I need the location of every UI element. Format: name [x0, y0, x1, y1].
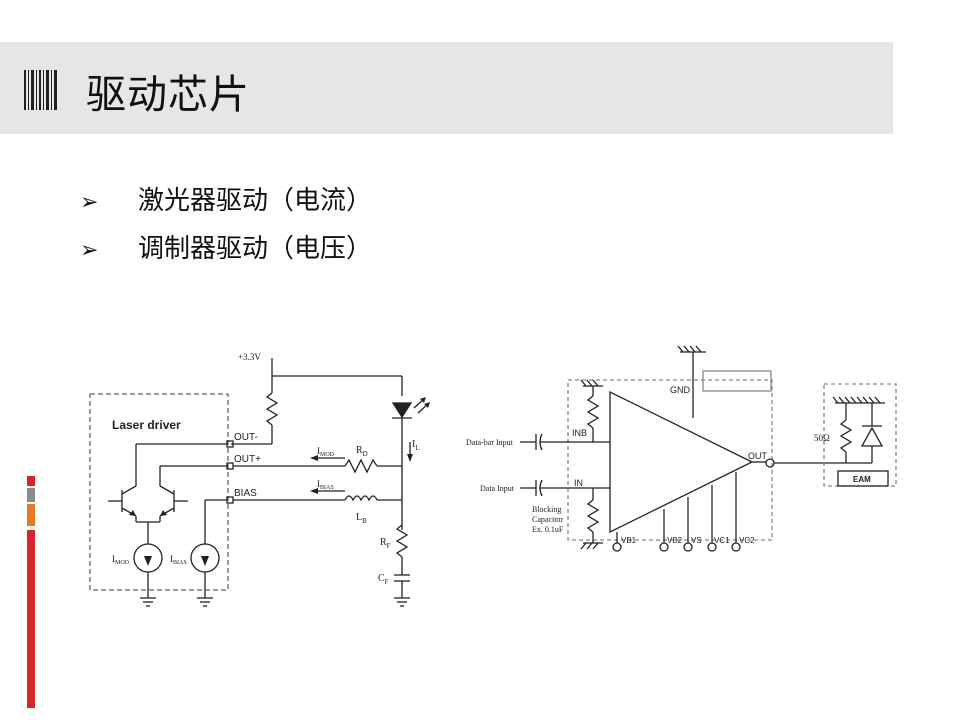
pin-vb1: VB1	[621, 536, 637, 545]
i-mod-label: IMOD	[317, 446, 335, 458]
pin-vs: VS	[691, 536, 702, 545]
pin-vc1: VC1	[714, 536, 730, 545]
lb-label: LB	[356, 512, 367, 525]
inb-label: INB	[572, 428, 587, 438]
barcode-icon	[24, 70, 57, 110]
cf-label: CF	[378, 573, 389, 586]
driver-block-label: Laser driver	[112, 418, 181, 432]
pin-bias: BIAS	[234, 488, 257, 499]
arrow-bullet-icon: ➢	[80, 238, 99, 263]
supply-label: +3.3V	[238, 352, 261, 362]
i-bias-source-label: IBIAS	[170, 554, 187, 566]
data-bar-input-label: Data-bar Input	[466, 438, 514, 447]
pin-out-plus: OUT+	[234, 454, 261, 465]
bullet-text: 激光器驱动（电流）	[138, 186, 373, 216]
bullet-text: 调制器驱动（电压）	[138, 234, 373, 264]
termination-label: 50Ω	[814, 433, 830, 443]
title-band	[0, 42, 893, 134]
laser-driver-schematic: +3.3V Laser driver OUT- OUT+ BIAS IMOD I…	[89, 352, 430, 607]
data-input-label: Data Input	[480, 484, 515, 493]
deco-stripe-red	[27, 530, 35, 708]
blocking-cap-line2: Capacitor	[532, 515, 563, 524]
blocking-cap-line1: Blocking	[532, 505, 561, 514]
page-title: 驱动芯片	[86, 72, 250, 118]
rf-label: RF	[380, 537, 391, 550]
blocking-cap-line3: Ex. 0.1uF	[532, 525, 564, 534]
out-label: OUT	[748, 451, 768, 461]
il-label: IL	[412, 439, 420, 452]
in-label: IN	[574, 478, 583, 488]
bullet-laser-driver: ➢ 激光器驱动（电流）	[80, 180, 372, 217]
pin-out-minus: OUT-	[234, 432, 258, 443]
arrow-bullet-icon: ➢	[80, 190, 99, 215]
pin-vb2: VB2	[667, 536, 683, 545]
deco-stripe-red-top	[27, 476, 35, 486]
eam-label: EAM	[853, 475, 871, 484]
pin-vc2: VC2	[739, 536, 755, 545]
i-mod-source-label: IMOD	[112, 554, 130, 566]
i-bias-label: IBIAS	[317, 479, 334, 491]
deco-stripe-gray	[27, 488, 35, 502]
bullet-modulator-driver: ➢ 调制器驱动（电压）	[80, 228, 372, 265]
deco-stripe-orange	[27, 504, 35, 526]
rd-label: RD	[356, 445, 368, 458]
gnd-label: GND	[670, 385, 691, 395]
modulator-driver-schematic: GND INB IN OUT Data-bar Input Data Input…	[466, 345, 897, 552]
